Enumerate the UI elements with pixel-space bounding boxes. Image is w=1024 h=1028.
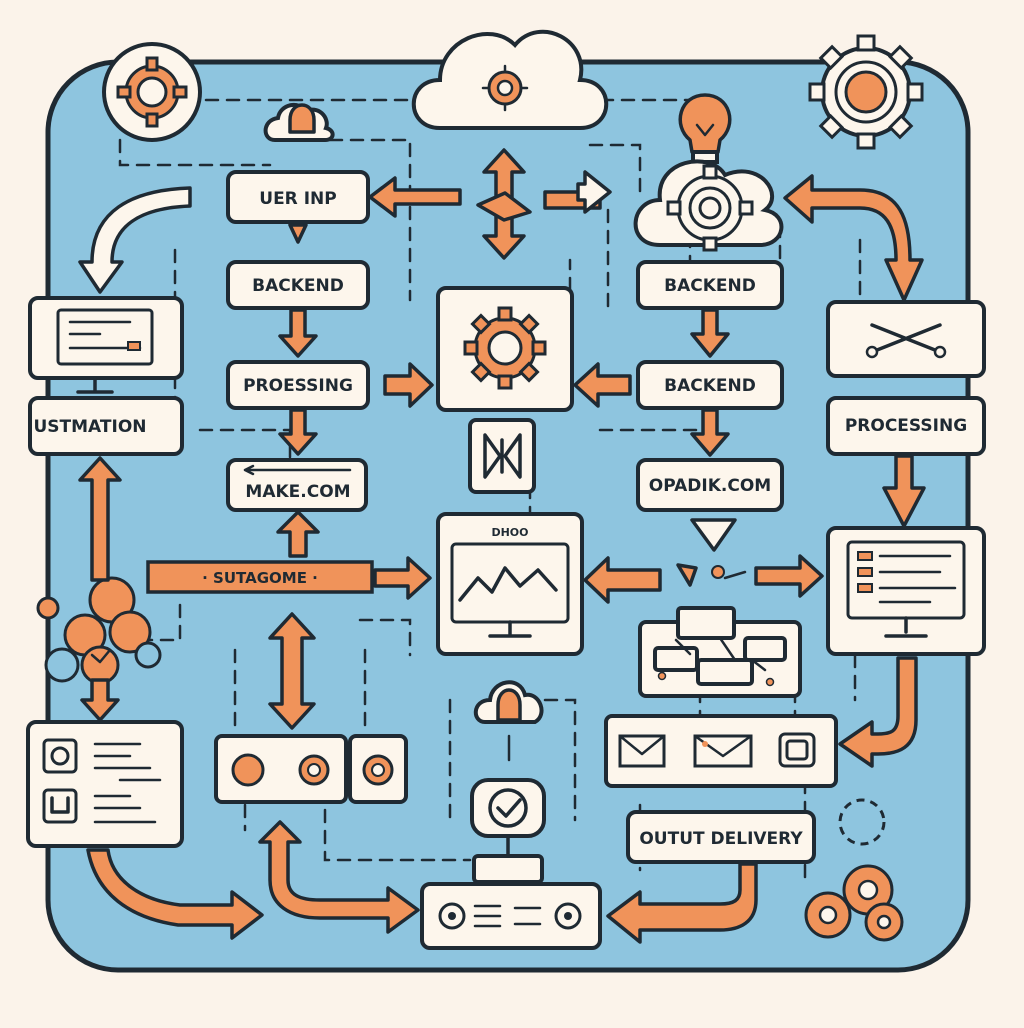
processing-right-label: PROCESSING bbox=[845, 416, 967, 436]
monitor-icon bbox=[826, 526, 986, 656]
gear-icon bbox=[102, 42, 202, 142]
processing-right-box: PROCESSING bbox=[826, 396, 986, 456]
monitor-icon bbox=[28, 296, 184, 394]
user-input-label: UER INP bbox=[259, 189, 336, 209]
make-com-box: MAKE.COM bbox=[226, 458, 368, 512]
automation-box: USTMATION bbox=[28, 396, 184, 456]
list-icon bbox=[26, 720, 184, 848]
backend-left-box: BACKEND bbox=[226, 260, 370, 310]
processing-left-label: PROESSING bbox=[243, 376, 353, 396]
user-input-box: UER INP bbox=[226, 170, 370, 224]
gear-icon bbox=[804, 798, 904, 942]
square-icon bbox=[778, 732, 816, 768]
tools-icon bbox=[826, 300, 986, 378]
envelope-row bbox=[604, 714, 838, 788]
white-arrows bbox=[78, 170, 612, 294]
lightbulb-icon bbox=[678, 93, 732, 164]
backend-right-mid-box: BACKEND bbox=[636, 360, 784, 410]
gear-icon bbox=[36, 576, 162, 685]
output-delivery-box: OUTUT DELIVERY bbox=[626, 810, 816, 864]
pointer-icon bbox=[676, 518, 747, 587]
opadik-com-label: OPADIK.COM bbox=[649, 476, 771, 496]
cloud-icon bbox=[263, 102, 335, 142]
backend-right-top-box: BACKEND bbox=[636, 260, 784, 310]
gear-row bbox=[214, 734, 408, 804]
cloud-icon bbox=[473, 680, 544, 762]
backend-right-top-label: BACKEND bbox=[664, 276, 756, 296]
cloud-icon bbox=[633, 159, 784, 252]
gear-icon bbox=[808, 34, 924, 150]
processing-left-box: PROESSING bbox=[226, 360, 370, 410]
automation-label: USTMATION bbox=[34, 417, 147, 437]
outcome-bar: · SUTAGOME · bbox=[146, 560, 374, 594]
envelope-icon bbox=[618, 734, 666, 768]
network-icon bbox=[638, 606, 802, 698]
opadik-com-box: OPADIK.COM bbox=[636, 458, 784, 512]
tools-bar bbox=[420, 882, 602, 950]
output-delivery-label: OUTUT DELIVERY bbox=[639, 829, 803, 849]
cloud-icon bbox=[411, 29, 609, 130]
monitor-title-label: DHOO bbox=[491, 526, 528, 539]
outcome-bar-label: · SUTAGOME · bbox=[202, 569, 318, 587]
envelope-icon bbox=[693, 734, 753, 768]
monitor-chart-box: DHOO bbox=[436, 512, 584, 656]
backend-right-mid-label: BACKEND bbox=[664, 376, 756, 396]
checkmark-icon bbox=[470, 778, 546, 884]
backend-left-label: BACKEND bbox=[252, 276, 344, 296]
chart-icon bbox=[458, 566, 558, 602]
make-com-label: MAKE.COM bbox=[245, 482, 350, 502]
hourglass-icon bbox=[468, 418, 536, 494]
center-gear-box bbox=[436, 286, 574, 412]
